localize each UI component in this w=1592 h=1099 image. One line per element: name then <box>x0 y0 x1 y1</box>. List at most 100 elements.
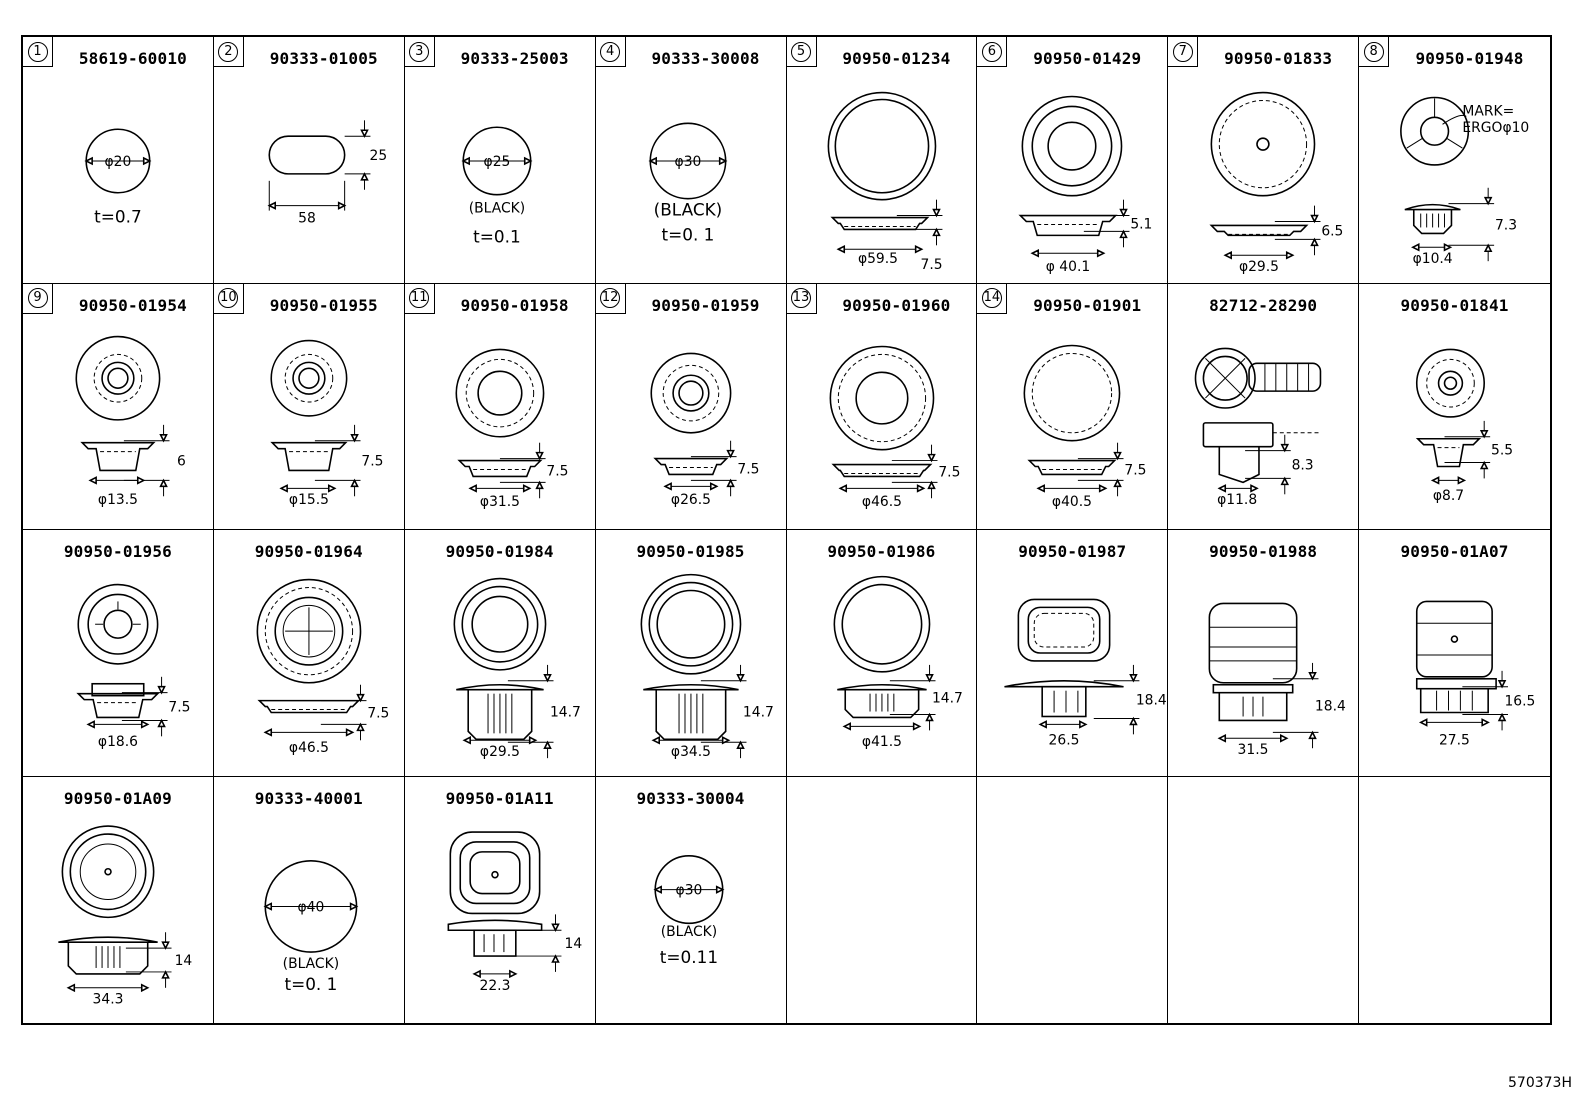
diameter-label: φ41.5 <box>861 734 901 750</box>
height-dimension: 16.5 <box>1505 694 1536 710</box>
pad-hidden <box>1034 612 1095 648</box>
outline <box>671 373 710 412</box>
part-drawing: φ20 t=0.7 <box>84 128 152 226</box>
arrowhead <box>472 969 518 978</box>
outline <box>1202 355 1249 401</box>
diameter-label: φ29.5 <box>480 744 520 760</box>
arrowhead <box>662 481 719 491</box>
pad-recess <box>469 850 521 894</box>
arrowhead <box>1280 443 1290 452</box>
dimension-line <box>1205 357 1246 398</box>
color-note: (BLACK) <box>283 955 339 971</box>
outline <box>1426 358 1475 407</box>
cap-flange <box>447 919 543 931</box>
drawing-reference: 570373H <box>1508 1075 1572 1091</box>
part-number: 90950-01958 <box>460 295 569 315</box>
arrowhead <box>1430 475 1467 485</box>
outline <box>103 609 133 639</box>
height-dimension: 7.5 <box>546 463 568 479</box>
callout-number: 9 <box>27 288 48 308</box>
arrowhead <box>543 740 552 750</box>
outline <box>282 604 336 658</box>
outline <box>107 367 129 389</box>
arrowhead <box>550 923 560 932</box>
outline <box>834 98 929 194</box>
diameter-label: φ29.5 <box>1239 259 1279 275</box>
grommet-profile <box>652 457 729 475</box>
part-number: 90950-01984 <box>445 542 554 561</box>
arrowhead <box>926 453 936 462</box>
arrowhead <box>1129 716 1139 726</box>
diameter-label: φ40.5 <box>1052 494 1092 510</box>
outline <box>1219 99 1308 189</box>
arrowhead <box>926 480 936 489</box>
outline <box>640 573 741 675</box>
outline <box>453 577 547 671</box>
callout-index: 1 <box>23 37 53 67</box>
diameter-label: φ20 <box>105 154 132 170</box>
arrowhead <box>350 478 359 487</box>
part-number: 90950-01986 <box>827 542 936 561</box>
clip-body <box>1218 446 1261 483</box>
arrowhead <box>735 740 745 750</box>
outline <box>840 583 922 665</box>
outline <box>1416 348 1486 418</box>
outline <box>1194 347 1257 409</box>
cap-flange <box>58 935 158 943</box>
diameter-label: φ59.5 <box>857 251 897 267</box>
clip-body <box>67 941 149 975</box>
arrowhead <box>462 736 538 745</box>
arrowhead <box>360 172 369 181</box>
arrowhead <box>1113 478 1123 487</box>
height-dimension: 5.5 <box>1491 442 1513 458</box>
pad-outline <box>1416 600 1494 678</box>
thickness-note: t=0. 1 <box>661 224 714 244</box>
part-number: 90950-01987 <box>1018 542 1127 561</box>
callout-index: 3 <box>404 37 435 67</box>
part-number: 90950-01A07 <box>1400 542 1509 561</box>
empty-cell <box>1359 777 1550 1024</box>
arrowhead <box>1497 712 1507 722</box>
outline <box>1443 375 1458 390</box>
arrowhead <box>263 901 359 911</box>
pad-inner <box>1027 606 1101 654</box>
thickness-note: t=0.7 <box>94 206 142 226</box>
outline <box>1450 635 1459 643</box>
arrowhead <box>84 156 152 166</box>
grommet-profile <box>1209 224 1309 237</box>
arrowhead <box>161 969 170 979</box>
cap-flange <box>642 683 739 691</box>
outline <box>1047 121 1097 171</box>
callout-index: 5 <box>786 37 817 67</box>
part-number: 90333-25003 <box>460 49 569 68</box>
arrowhead <box>88 475 146 485</box>
cap-head <box>91 682 145 697</box>
outline <box>477 369 523 416</box>
part-number: 90950-01954 <box>78 295 188 315</box>
callout-index: 10 <box>213 283 244 314</box>
outline <box>268 135 346 175</box>
callout-index: 8 <box>1359 37 1390 67</box>
diameter-label: φ25 <box>483 154 510 170</box>
arrowhead <box>924 712 934 722</box>
outline <box>455 348 545 438</box>
part-number: 90950-01960 <box>842 295 951 315</box>
